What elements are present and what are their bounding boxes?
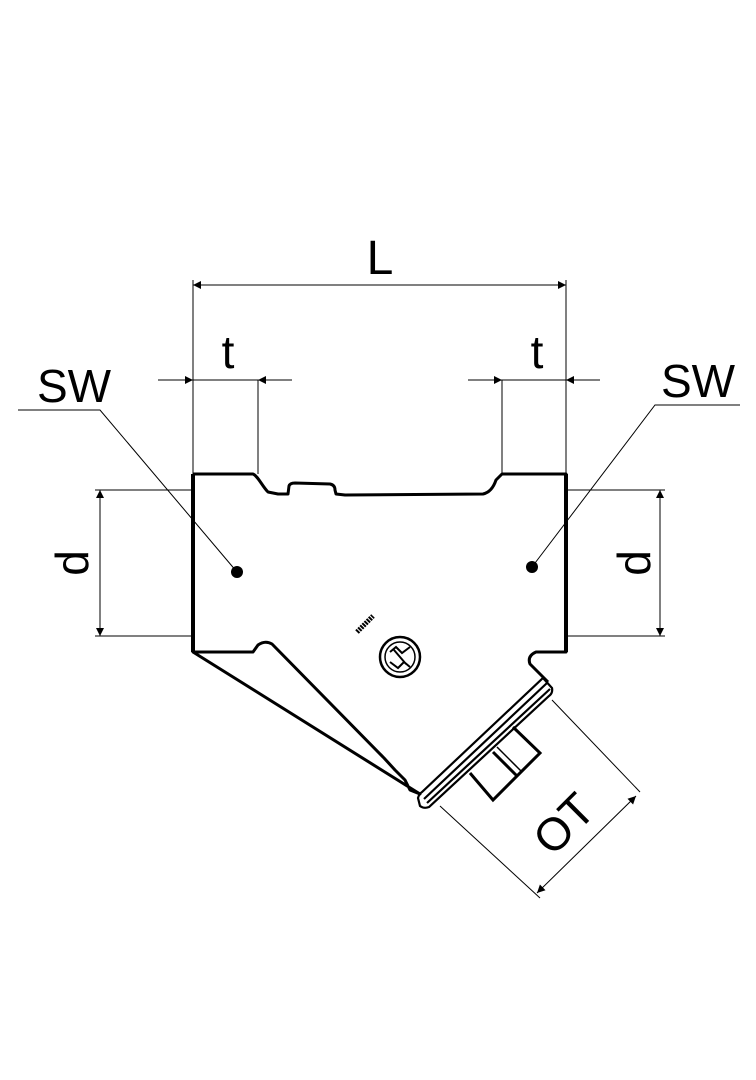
leader-left (18, 409, 238, 573)
label-cap-offset: OT (523, 783, 605, 865)
strainer-cap (416, 676, 554, 809)
flow-mark (355, 614, 375, 634)
brand-logo-icon (378, 635, 422, 679)
label-diameter-right: d (608, 550, 660, 576)
drain-plug (468, 725, 543, 803)
strainer-body (191, 472, 568, 796)
label-thread-left: t (222, 326, 235, 378)
label-diameter-left: d (46, 550, 98, 576)
leader-right (531, 404, 740, 568)
label-thread-right: t (531, 326, 544, 378)
dimension-lines (95, 280, 665, 899)
label-wrench-right: SW (661, 355, 736, 407)
label-length: L (367, 232, 394, 285)
label-wrench-left: SW (37, 360, 112, 412)
